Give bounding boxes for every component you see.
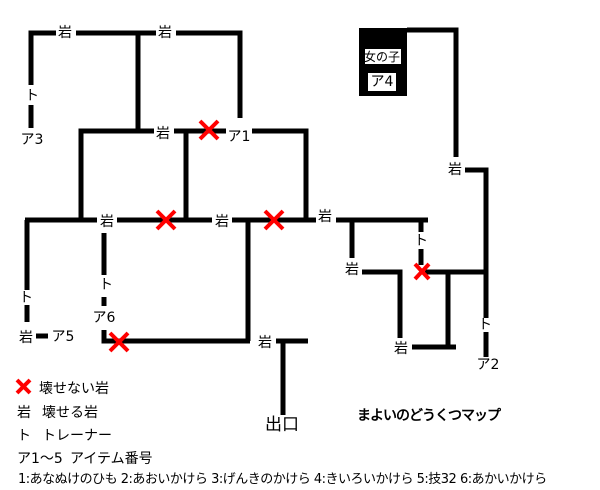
x-mark-icon	[108, 331, 130, 353]
item-a1: ア1	[228, 129, 251, 145]
legend-unbreakable: 壊せない岩	[39, 381, 109, 397]
x-mark-icon	[198, 119, 220, 141]
map-title: まよいのどうくつマップ	[357, 408, 501, 424]
rock: 岩	[156, 126, 170, 142]
rock: 岩	[58, 25, 72, 41]
rock: 岩	[19, 330, 33, 346]
legend-trainer: トレーナー	[42, 428, 112, 444]
rock: 岩	[158, 25, 172, 41]
rock: 岩	[258, 335, 272, 351]
rock: 岩	[318, 209, 332, 225]
item-a3: ア3	[21, 132, 44, 148]
items: ア3 ア1 ア5 ア6 ア2	[21, 128, 500, 373]
rock: 岩	[448, 162, 462, 178]
x-mark-icon	[263, 209, 285, 231]
rock: 岩	[215, 214, 229, 230]
trainer: ト	[99, 277, 113, 293]
legend-x-icon	[15, 378, 32, 395]
trainer: ト	[478, 317, 492, 333]
legend-item: アイテム番号	[70, 451, 153, 467]
trainer: ト	[19, 290, 33, 306]
item-a2: ア2	[477, 357, 500, 373]
item-a6: ア6	[93, 310, 116, 326]
x-mark-icon	[155, 209, 177, 231]
rock: 岩	[394, 341, 408, 357]
rock: 岩	[345, 262, 359, 278]
item-a4: ア4	[371, 74, 394, 90]
legend-breakable: 壊せる岩	[42, 405, 98, 421]
rocks: 岩 岩 岩 岩 岩 岩 岩 岩 岩 岩 岩	[19, 24, 462, 357]
trainer: ト	[25, 88, 39, 104]
exit-label: 出口	[265, 415, 299, 435]
unbreakable-rock-marks	[15, 119, 431, 395]
legend-rock-symbol: 岩	[17, 405, 31, 421]
x-mark-icon	[413, 262, 431, 281]
trainer: ト	[414, 233, 428, 249]
trainers: ト ト ト ト ト	[19, 88, 492, 333]
item-list: 1:あなぬけのひも 2:あおいかけら 3:げんきのかけら 4:きいろいかけら 5…	[18, 472, 547, 487]
girl-label: 女の子	[364, 49, 400, 64]
rock: 岩	[100, 214, 114, 230]
cave-paths	[24, 27, 489, 415]
item-a5: ア5	[52, 329, 75, 345]
legend-item-symbol: ア1〜5	[17, 451, 63, 467]
legend-trainer-symbol: ト	[17, 428, 31, 444]
